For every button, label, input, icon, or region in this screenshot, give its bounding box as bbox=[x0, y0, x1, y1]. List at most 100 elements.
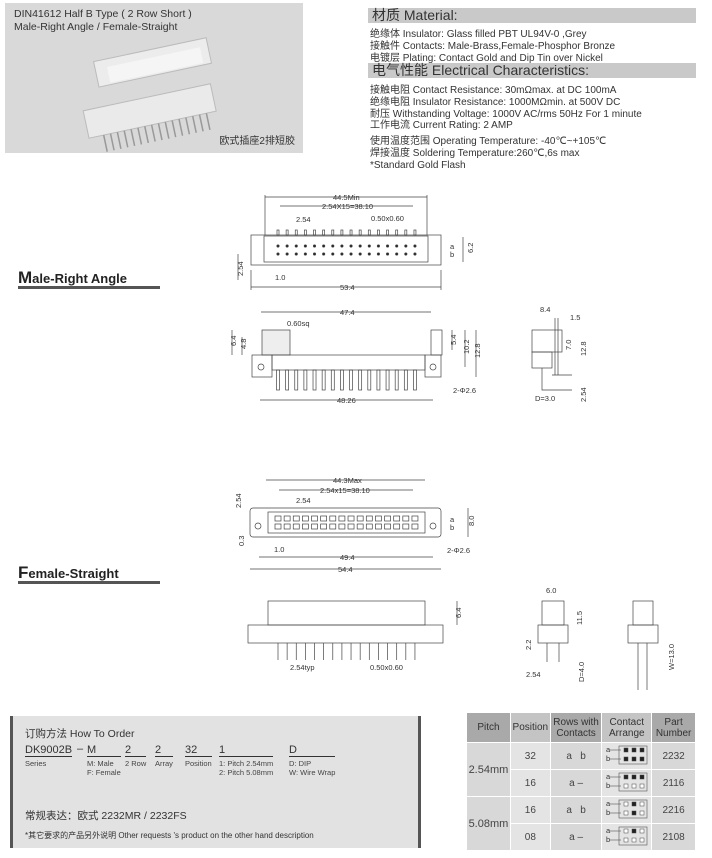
contact-a bbox=[320, 515, 327, 522]
order-code: 2 bbox=[155, 744, 173, 757]
pin bbox=[285, 369, 289, 391]
col-arrange: Contact Arrange bbox=[601, 712, 653, 743]
pin bbox=[294, 229, 298, 236]
material-line: 电镀层 Plating: Contact Gold and Dip Tin ov… bbox=[370, 53, 603, 64]
svg-text:b: b bbox=[606, 754, 610, 763]
cell-part: 2108 bbox=[651, 823, 696, 851]
contact-a bbox=[338, 515, 346, 522]
photo-pin bbox=[178, 118, 184, 136]
pin bbox=[413, 369, 417, 391]
contact-a bbox=[358, 244, 362, 248]
svg-text:a: a bbox=[606, 745, 611, 754]
male-profile-view: 8.4 1.5 7.0 12.8 2.54 D=3.0 bbox=[531, 305, 588, 403]
order-code-segment: D D: DIP W: Wire Wrap bbox=[289, 744, 336, 777]
pin bbox=[276, 369, 280, 391]
order-code: D bbox=[289, 744, 336, 757]
electrical-line: 绝缘电阻 Insulator Resistance: 1000MΩmin. at… bbox=[370, 97, 621, 108]
svg-text:b: b bbox=[450, 523, 454, 532]
pin bbox=[313, 229, 316, 236]
pin bbox=[404, 229, 408, 236]
svg-text:8.0: 8.0 bbox=[467, 516, 476, 526]
pin bbox=[322, 229, 325, 236]
svg-text:2.54: 2.54 bbox=[296, 215, 311, 224]
contact-a bbox=[365, 515, 373, 522]
product-subtitle: Male-Right Angle / Female-Straight bbox=[14, 21, 178, 33]
svg-text:D=4.0: D=4.0 bbox=[577, 662, 586, 682]
svg-text:D=3.0: D=3.0 bbox=[535, 394, 555, 403]
contact-a bbox=[375, 515, 382, 522]
order-code-desc: 2 Row bbox=[125, 759, 147, 768]
contact-a bbox=[376, 244, 380, 248]
order-code-desc: Array bbox=[155, 759, 173, 768]
svg-text:W=13.0: W=13.0 bbox=[667, 644, 676, 670]
contact-a bbox=[413, 244, 417, 248]
contact-a bbox=[294, 244, 298, 248]
order-code: M bbox=[87, 744, 121, 757]
photo-pin bbox=[116, 132, 122, 149]
section-male-label: Male-Right Angle bbox=[18, 268, 160, 289]
svg-text:6.2: 6.2 bbox=[466, 243, 475, 253]
pin bbox=[285, 229, 289, 236]
order-code-segment: M M: Male F: Female bbox=[87, 744, 121, 777]
contact-b bbox=[329, 523, 337, 530]
svg-text:a: a bbox=[450, 515, 455, 524]
contact-b bbox=[356, 523, 364, 530]
order-code-desc: D: DIP W: Wire Wrap bbox=[289, 759, 336, 777]
contact-a bbox=[367, 244, 371, 248]
photo-pin bbox=[144, 126, 150, 144]
contact-b bbox=[402, 523, 410, 530]
cell-rows: a – bbox=[549, 769, 603, 797]
svg-text:1.0: 1.0 bbox=[274, 545, 284, 554]
contact-a bbox=[303, 244, 307, 248]
contact-a bbox=[386, 244, 390, 248]
svg-text:1.5: 1.5 bbox=[570, 313, 580, 322]
svg-text:44.5Min: 44.5Min bbox=[333, 193, 360, 202]
contact-b bbox=[365, 523, 373, 530]
pin bbox=[377, 229, 380, 236]
cell-rows: a – bbox=[549, 823, 603, 851]
pin bbox=[413, 229, 417, 236]
contact-b bbox=[338, 523, 346, 530]
photo-pin bbox=[102, 134, 108, 152]
contact-b bbox=[285, 252, 289, 256]
svg-text:2.2: 2.2 bbox=[524, 640, 533, 650]
material-line: 接触件 Contacts: Male-Brass,Female-Phosphor… bbox=[370, 41, 616, 52]
cell-part: 2116 bbox=[651, 769, 696, 797]
pin bbox=[358, 369, 363, 391]
contact-b bbox=[411, 523, 419, 530]
svg-text:7.0: 7.0 bbox=[564, 340, 573, 350]
material-header: 材质 Material: bbox=[368, 8, 696, 23]
svg-text:2.54X15=38.10: 2.54X15=38.10 bbox=[322, 202, 373, 211]
svg-text:0.50x0.60: 0.50x0.60 bbox=[370, 663, 403, 672]
contact-b bbox=[349, 252, 353, 256]
svg-text:48.26: 48.26 bbox=[337, 396, 356, 405]
svg-text:6.4: 6.4 bbox=[229, 336, 238, 346]
contact-a bbox=[340, 244, 344, 248]
electrical-line: 使用温度范围 Operating Temperature: -40℃~+105℃ bbox=[370, 136, 607, 147]
svg-text:49.4: 49.4 bbox=[340, 553, 355, 562]
order-code: 32 bbox=[185, 744, 212, 757]
electrical-line: *Standard Gold Flash bbox=[370, 160, 466, 171]
order-code-desc: M: Male F: Female bbox=[87, 759, 121, 777]
contact-b bbox=[312, 252, 317, 256]
svg-text:44.3Max: 44.3Max bbox=[333, 476, 362, 485]
contact-b bbox=[375, 523, 382, 530]
technical-drawings: 44.5Min 2.54X15=38.10 2.54 0.50x0.60 6.2… bbox=[229, 193, 676, 690]
female-top-view: 44.3Max 2.54x15=38.10 2.54 2.54 8.0 a b … bbox=[234, 476, 476, 574]
contact-arrange-icon: ab bbox=[606, 826, 648, 845]
contact-a bbox=[404, 244, 408, 248]
contact-b bbox=[367, 252, 371, 256]
svg-text:6.4: 6.4 bbox=[454, 608, 463, 618]
svg-text:b: b bbox=[606, 781, 610, 790]
photo-pin bbox=[164, 121, 170, 139]
section-female-label: Female-Straight bbox=[18, 563, 160, 584]
contact-b bbox=[384, 523, 391, 530]
